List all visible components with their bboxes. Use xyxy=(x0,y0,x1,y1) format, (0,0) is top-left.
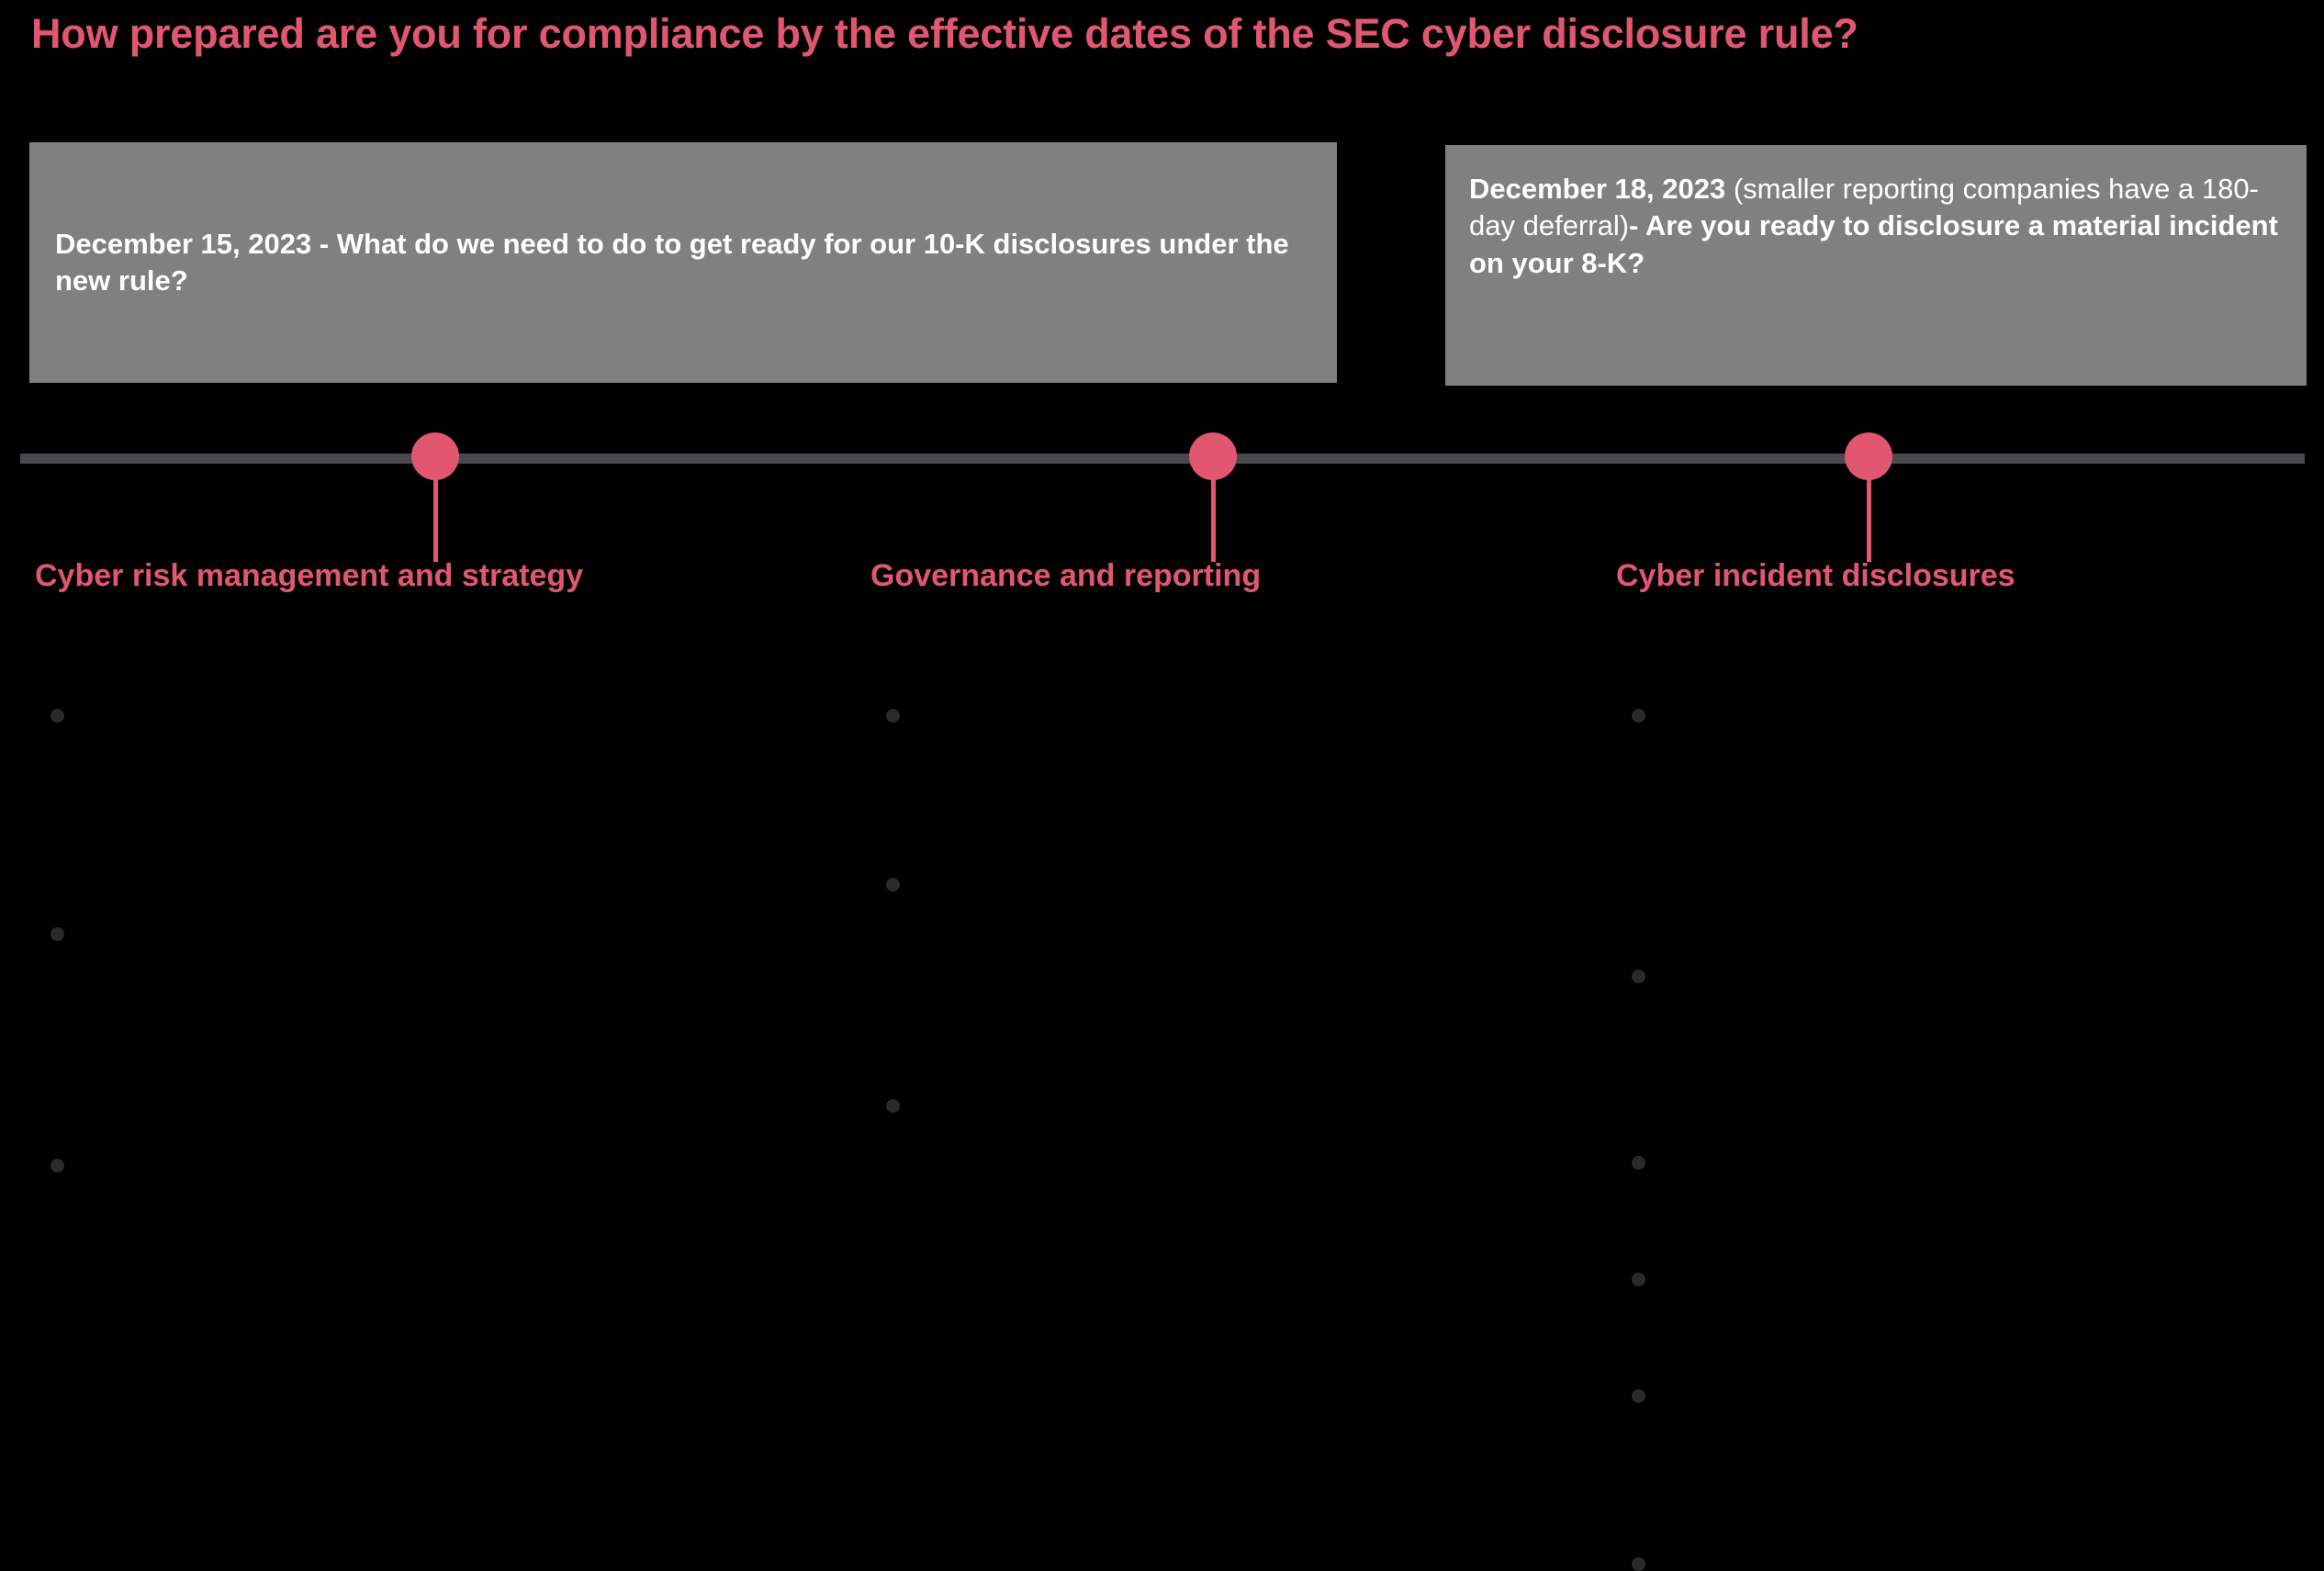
column-2-heading: Governance and reporting xyxy=(870,558,1262,593)
slide-canvas: How prepared are you for compliance by t… xyxy=(20,10,2307,1571)
page-title: How prepared are you for compliance by t… xyxy=(31,10,1858,57)
timeline-marker-2[interactable] xyxy=(1189,432,1237,480)
column-cyber-risk-management: Cyber risk management and strategy xyxy=(28,558,584,1173)
callout-1-text: December 15, 2023 - What do we need to d… xyxy=(55,227,1289,297)
callout-2-middle: (smaller reporting companies have a 180-… xyxy=(1469,173,2259,242)
timeline-marker-1[interactable] xyxy=(411,432,459,480)
timeline-stem-1 xyxy=(433,474,438,562)
callout-2-lead: December 18, 2023 xyxy=(1469,173,1726,205)
callout-2-tail: - Are you ready to disclosure a material… xyxy=(1469,209,2278,279)
timeline-marker-3[interactable] xyxy=(1845,432,1892,480)
column-1-heading: Cyber risk management and strategy xyxy=(35,558,584,593)
timeline-stem-2 xyxy=(1211,474,1216,562)
timeline-axis xyxy=(20,454,2305,464)
column-cyber-incident-disclosures: Cyber incident disclosures xyxy=(1609,558,2015,1571)
callout-2-text: December 18, 2023 (smaller reporting com… xyxy=(1469,171,2283,282)
column-governance-and-reporting: Governance and reporting xyxy=(863,558,1262,1113)
callout-box-december-18: December 18, 2023 (smaller reporting com… xyxy=(1445,145,2307,386)
column-3-heading: Cyber incident disclosures xyxy=(1616,558,2015,593)
timeline-stem-3 xyxy=(1867,474,1871,562)
callout-box-december-15: December 15, 2023 - What do we need to d… xyxy=(29,142,1337,383)
